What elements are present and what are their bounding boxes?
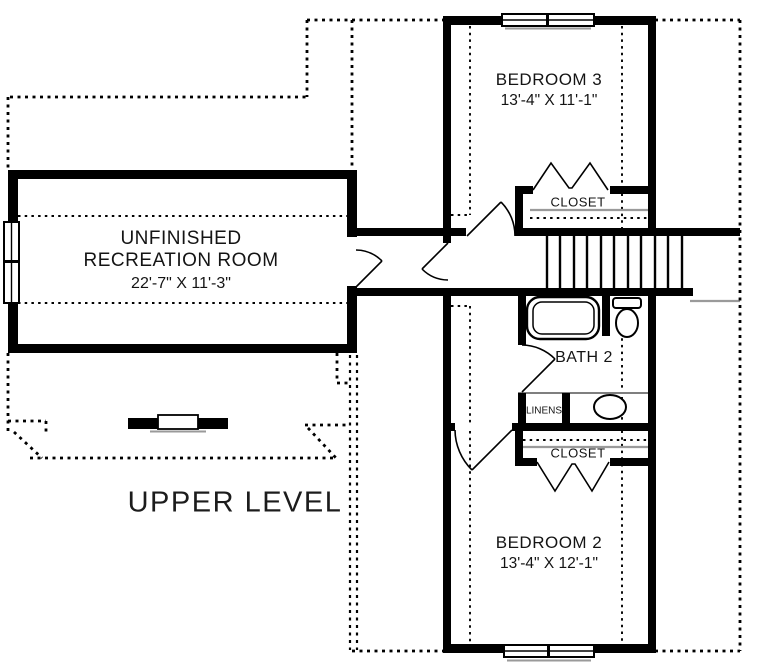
bedroom2-label: BEDROOM 2 — [495, 533, 603, 552]
wall-tub-toilet-stub — [602, 296, 610, 336]
wall-wing-left-upper — [443, 16, 451, 243]
recreation-label-line2: RECREATION ROOM — [83, 250, 279, 271]
wall-bedroom2-top-left — [443, 423, 455, 431]
roof-outline-dashed — [6, 18, 742, 653]
toilet — [612, 297, 642, 338]
closet3-label: CLOSET — [550, 194, 606, 210]
wall-wing-left-lower — [443, 288, 451, 653]
bedroom3-label: BEDROOM 3 — [495, 70, 603, 89]
wall-bedroom2-top-right — [512, 423, 656, 431]
door-recreation — [355, 249, 383, 288]
wall-wing-right-lower — [648, 296, 656, 653]
wall-rec-left-lower — [8, 302, 18, 353]
wall-stair-bottom — [352, 288, 693, 296]
bifold-door-closet2 — [536, 461, 610, 493]
linens-label: LINENS — [525, 405, 563, 417]
window-recreation — [3, 221, 20, 304]
door-bedroom3 — [466, 201, 516, 237]
wall-wing-right-upper — [648, 16, 656, 236]
wall-rec-right-upper — [347, 170, 357, 237]
bifold-door-closet3 — [532, 161, 609, 191]
wall-stair-top-left — [352, 228, 466, 236]
wall-closet3-top-right — [610, 186, 656, 194]
wall-linens-left — [518, 393, 526, 431]
recreation-dimensions: 22'-7" X 11'-3" — [131, 275, 231, 292]
wall-stair-top-right — [515, 228, 740, 236]
closet2-label: CLOSET — [550, 445, 606, 461]
wall-rec-top — [8, 170, 357, 179]
wall-rec-bottom — [8, 344, 357, 353]
wall-closet3-left — [515, 186, 523, 236]
window-bedroom2 — [503, 644, 595, 662]
wall-closet3-top-left — [515, 186, 533, 194]
wall-closet2-bottom-left — [515, 458, 537, 466]
bedroom3-dimensions: 13'-4" X 11'-1" — [500, 92, 598, 109]
sink — [593, 394, 627, 420]
bath2-label: BATH 2 — [555, 349, 613, 366]
bathtub — [525, 295, 601, 341]
bedroom2-dimensions: 13'-4" X 12'-1" — [500, 555, 598, 572]
wall-rec-right-lower — [347, 286, 357, 353]
wall-bath-left — [518, 296, 526, 345]
door-landing-hall — [421, 242, 449, 281]
wall-closet2-bottom-right — [610, 458, 656, 466]
recreation-label-line1: UNFINISHED — [120, 228, 242, 249]
stair-treads — [545, 236, 684, 288]
shelf-lines — [523, 208, 740, 449]
dormer-window — [128, 414, 228, 433]
level-title: UPPER LEVEL — [127, 486, 343, 519]
wall-closet2-left — [515, 431, 523, 466]
wall-linens-right — [562, 393, 570, 431]
door-swings — [355, 161, 610, 493]
wall-rec-left-upper — [8, 170, 18, 223]
window-bedroom3 — [501, 13, 595, 30]
door-bedroom2 — [454, 429, 513, 471]
door-bath2 — [521, 344, 556, 393]
